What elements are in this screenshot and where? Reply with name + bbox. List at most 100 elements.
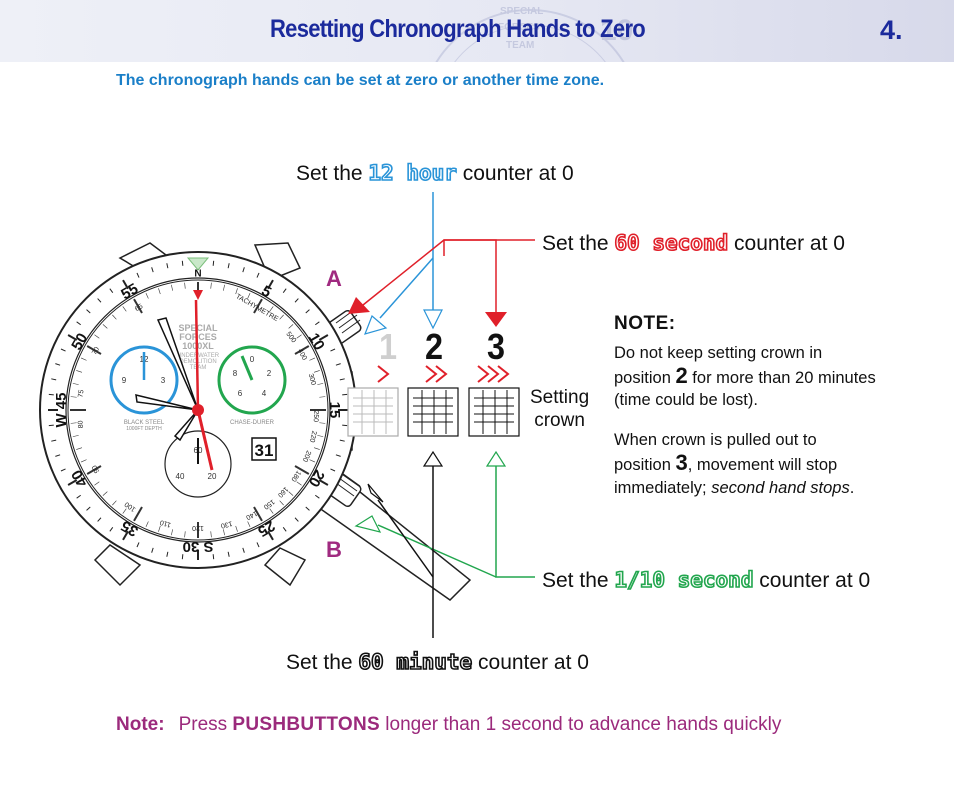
bezel-tick <box>330 348 336 352</box>
note-line-1: Do not keep setting crown in <box>614 344 823 362</box>
bezel-tick <box>294 517 299 522</box>
dial-tick <box>296 334 302 339</box>
second-subdial-2: 2 <box>267 369 272 378</box>
dial-tick <box>72 383 79 385</box>
dial-text-depth: 1000FT DEPTH <box>126 426 162 432</box>
watermark-text-3: TEAM <box>506 40 534 51</box>
crown-positions-diagram <box>347 365 520 437</box>
bezel-tick <box>339 378 345 381</box>
dial-tick <box>319 422 326 424</box>
dial-tick <box>279 500 284 506</box>
dial-tick <box>313 447 320 450</box>
dial-tick <box>279 314 284 320</box>
bezel-tick <box>282 527 287 532</box>
bezel-ticks <box>48 260 348 560</box>
page-title: Resetting Chronograph Hands to Zero <box>270 15 646 43</box>
bezel-tick <box>67 334 78 341</box>
dial-tick <box>76 370 83 373</box>
dial-tick <box>253 506 263 522</box>
dial-tick <box>122 508 127 514</box>
bezel-tick <box>76 321 81 326</box>
page-header: SPECIAL FORCES TEAM 10 <box>0 0 954 62</box>
bezel-tick <box>97 298 102 303</box>
dial-tick <box>133 506 143 522</box>
dial-tick <box>296 481 302 486</box>
highlight-60-second: 60 second <box>614 230 729 256</box>
dial-ticks <box>70 282 326 538</box>
dial-tick <box>80 459 87 463</box>
dial-tick <box>158 288 161 295</box>
crown-position-3: 3 <box>487 326 506 367</box>
tachymeter-label: 200 <box>301 449 312 463</box>
dial-tick <box>223 529 225 536</box>
tachymeter-label: 250 <box>312 410 320 422</box>
dial-tick <box>317 383 324 385</box>
bezel-tick <box>109 288 114 293</box>
tachymeter-label: 65 <box>134 303 144 313</box>
dial-tick <box>288 491 294 496</box>
label-60-second: Set the 60 second counter at 0 <box>542 230 845 256</box>
bezel-tick <box>97 517 102 522</box>
dial-tick <box>158 525 161 532</box>
dial-tick <box>253 298 263 314</box>
pusher-b-label: B <box>326 537 342 562</box>
setting-crown-label: Setting crown <box>530 387 590 431</box>
tenth-subdial-40: 40 <box>176 472 185 481</box>
note-line-6: immediately; second hand stops. <box>614 479 855 497</box>
bezel-tick <box>305 506 310 511</box>
subtitle: The chronograph hands can be set at zero… <box>116 72 605 89</box>
tachymeter-label: 70 <box>91 346 101 356</box>
tachymeter-label: 90 <box>91 464 101 474</box>
dial-tick <box>122 306 127 312</box>
tachymeter-label: 400 <box>296 348 308 362</box>
dial-tick <box>210 282 212 289</box>
dial-tick <box>235 525 238 532</box>
dial-tick <box>223 284 225 291</box>
highlight-tenth-second: 1/10 second <box>614 567 755 593</box>
arrow-tenth-second <box>354 450 535 578</box>
bezel-tick <box>315 494 320 499</box>
page-number: 4. <box>880 15 903 45</box>
dial-tick <box>184 531 186 538</box>
dial-tick <box>133 298 143 314</box>
bezel-tick <box>122 530 129 541</box>
bezel-tick <box>339 439 345 442</box>
bezel-tick <box>267 530 274 541</box>
dial-tick <box>102 324 108 329</box>
note-line-4: When crown is pulled out to <box>614 431 817 449</box>
bezel-tick <box>242 547 245 553</box>
bezel-number: 15 <box>326 402 343 419</box>
tachymeter-label: 120 <box>192 524 204 531</box>
note-line-2: position 2 for more than 20 minutes <box>614 363 876 388</box>
bezel-tick <box>60 468 66 472</box>
second-subdial-8: 8 <box>233 369 238 378</box>
dial-tick <box>319 396 326 398</box>
dial-tick <box>294 465 310 475</box>
bezel-tick <box>51 378 57 381</box>
bezel-tick <box>330 468 336 472</box>
dial-tick <box>171 284 173 291</box>
main-hands <box>135 299 214 471</box>
bezel-tick <box>151 547 154 553</box>
label-12-hour: Set the 12 hour counter at 0 <box>296 160 574 186</box>
bezel-tick <box>212 260 215 266</box>
bezel-tick <box>305 309 310 314</box>
bezel-tick <box>181 554 184 560</box>
bezel-tick <box>342 424 348 427</box>
watermark-text-4: 10 <box>600 14 633 47</box>
bezel-tick <box>335 363 341 366</box>
dial-tick <box>72 435 79 437</box>
bezel-tick <box>227 263 230 269</box>
bezel-tick <box>282 288 287 293</box>
tachymeter-label: 75 <box>77 389 85 398</box>
bezel-tick <box>55 454 61 457</box>
note-line-3: (time could be lost). <box>614 391 758 409</box>
bezel-tick <box>86 309 91 314</box>
bezel-tick <box>181 260 184 266</box>
bezel-tick <box>109 527 114 532</box>
bezel-number: S 30 <box>183 538 214 555</box>
dial-tick <box>269 508 274 514</box>
dial-text-black-steel: BLACK STEEL <box>124 420 165 426</box>
dial-tick <box>309 357 316 361</box>
